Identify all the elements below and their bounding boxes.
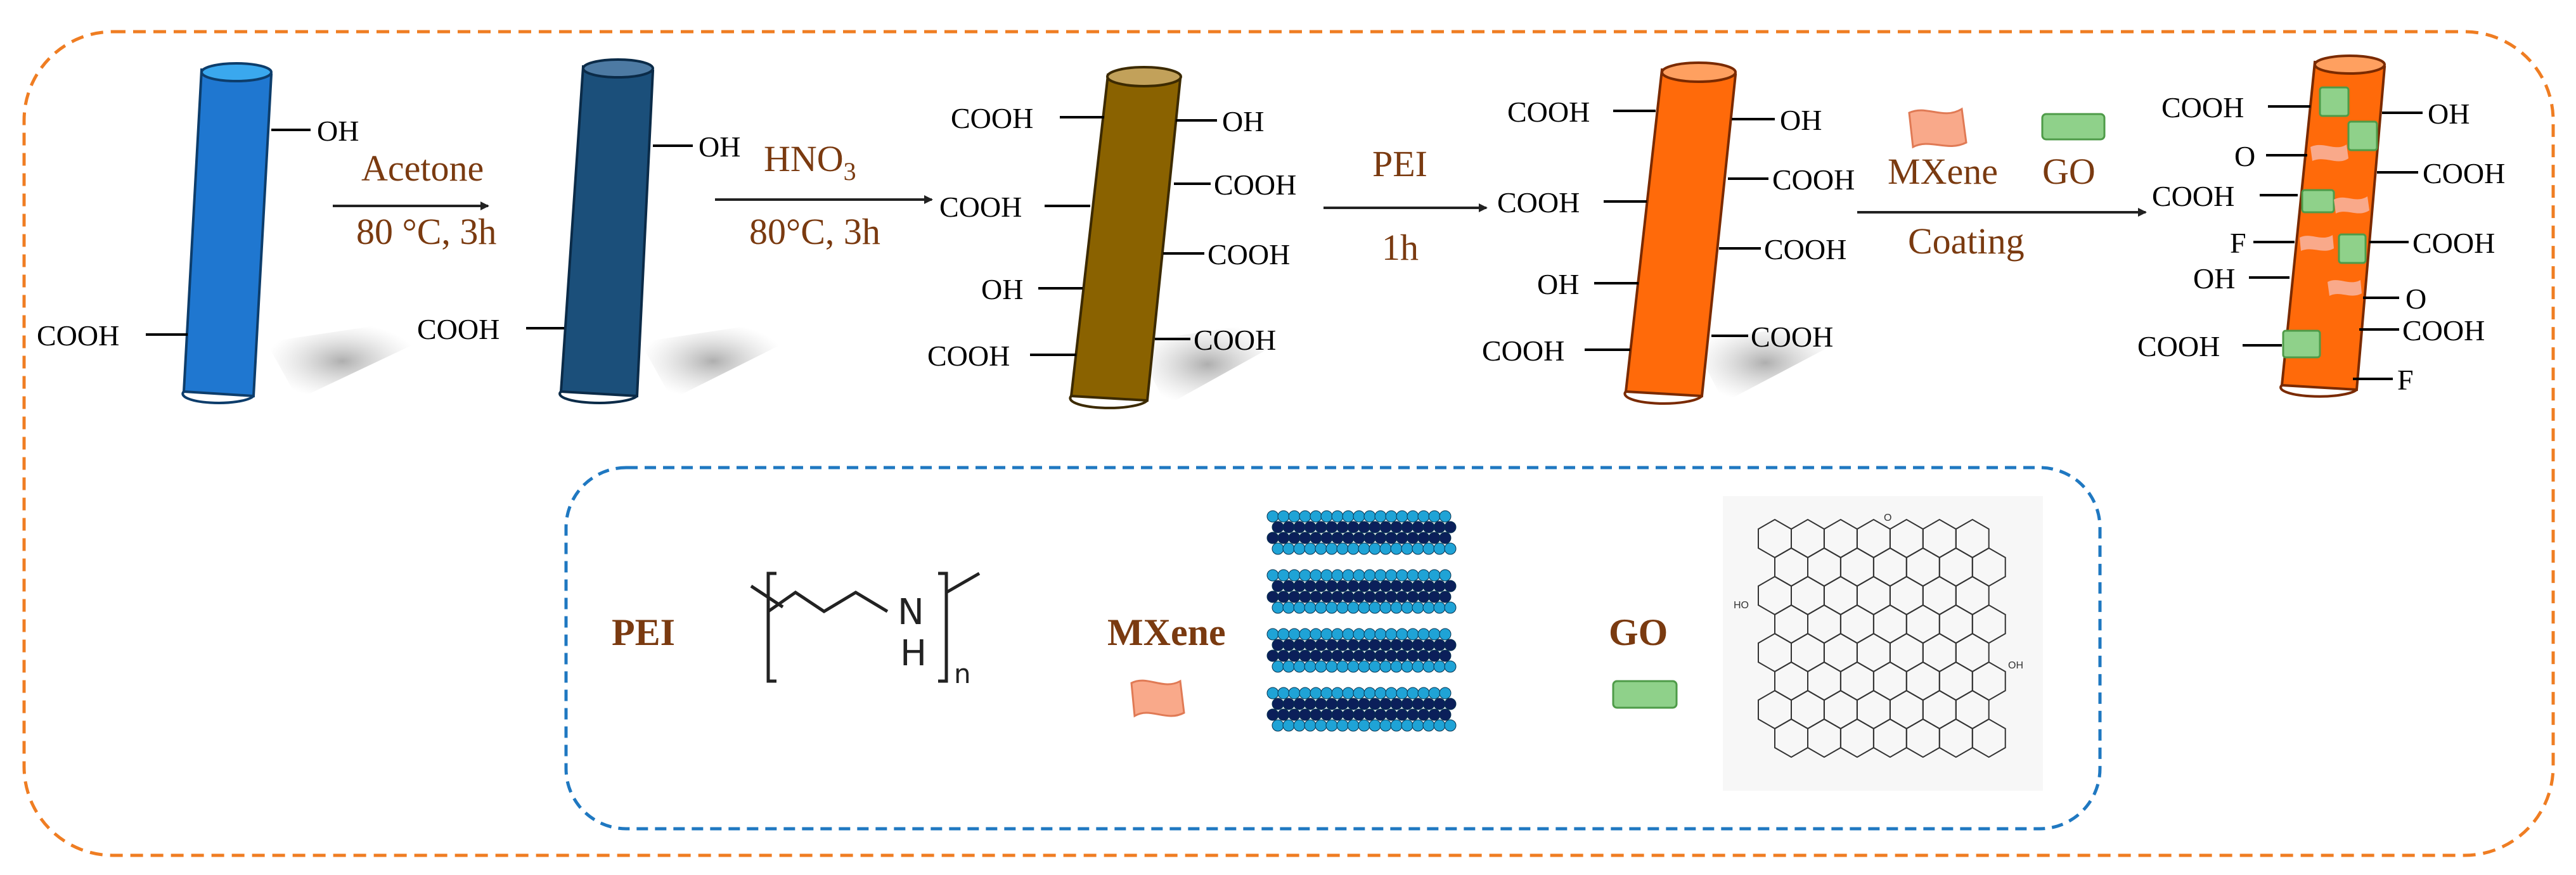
fiber-4-label-6: OH xyxy=(1537,268,1579,300)
mxene-slab xyxy=(1266,687,1457,732)
step-4-condition: Coating xyxy=(1908,220,2025,262)
fiber-4-label-1: COOH xyxy=(1507,96,1590,128)
fiber-1-shadow xyxy=(266,323,418,399)
legend-mxene-flake-icon xyxy=(1130,679,1185,718)
fiber-3-label-4: COOH xyxy=(939,191,1022,223)
step-2-condition: 80°C, 3h xyxy=(749,211,880,252)
fiber-4-label-3: COOH xyxy=(1772,163,1855,196)
fiber-5-go-sheet xyxy=(2301,189,2335,214)
mxene-layer-stack xyxy=(1266,510,1457,732)
outer-frame xyxy=(22,30,2555,857)
fiber-3-top xyxy=(1106,66,1182,87)
fiber-3-label-1: COOH xyxy=(951,102,1033,134)
fiber-5-label-1: COOH xyxy=(2161,91,2244,124)
pei-h-atom: H xyxy=(900,633,927,674)
fiber-5-label-10: COOH xyxy=(2402,314,2485,347)
legend-frame xyxy=(564,466,2102,831)
fiber-3-shadow xyxy=(1135,323,1280,406)
fiber-2-top xyxy=(582,58,654,79)
fiber-5-label-11: COOH xyxy=(2137,330,2220,362)
fiber-5-label-9: O xyxy=(2405,283,2426,315)
fiber-2-label-cooh: COOH xyxy=(417,313,499,345)
step-1-condition: 80 °C, 3h xyxy=(356,211,496,252)
fiber-2-body xyxy=(559,65,655,398)
legend-pei-label: PEI xyxy=(612,611,675,653)
fiber-5-go-sheet xyxy=(2347,120,2378,151)
legend-go-label: GO xyxy=(1609,611,1668,653)
fiber-3-label-2: OH xyxy=(1222,105,1264,137)
fiber-5-label-7: COOH xyxy=(2412,227,2495,259)
fiber-5-label-4: COOH xyxy=(2423,157,2505,189)
fiber-5-label-3: O xyxy=(2234,140,2255,172)
fiber-5-mxene-flake xyxy=(2334,196,2369,214)
fiber-2-label-oh: OH xyxy=(699,131,740,163)
fiber-4-label-4: COOH xyxy=(1497,186,1580,219)
step-4-reagent-mxene: MXene xyxy=(1888,151,1998,192)
pei-n-atom: N xyxy=(898,592,924,633)
fiber-5-label-12: F xyxy=(2397,364,2414,396)
fiber-5-label-6: F xyxy=(2230,227,2246,259)
pei-structure xyxy=(750,572,981,683)
step-4-reagent-go: GO xyxy=(2042,151,2096,192)
fiber-3-group: COOH OH COOH COOH COOH OH COOH COOH xyxy=(927,66,1296,409)
legend-mxene-label: MXene xyxy=(1107,611,1226,653)
fiber-3-label-6: OH xyxy=(981,273,1023,305)
step-3-reagent: PEI xyxy=(1372,143,1427,184)
fiber-5-mxene-flake xyxy=(2310,144,2348,162)
fiber-1-body xyxy=(182,68,273,398)
legend-go-sheet-icon xyxy=(1612,680,1678,709)
fiber-3-label-5: COOH xyxy=(1208,238,1290,271)
fiber-1-top xyxy=(200,62,273,82)
fiber-5-label-8: OH xyxy=(2193,262,2235,295)
fiber-4-top xyxy=(1661,61,1737,83)
go-structure: HO OH O xyxy=(1723,496,2043,791)
fiber-4-label-8: COOH xyxy=(1482,335,1564,367)
fiber-5-mxene-flake xyxy=(2328,280,2362,296)
mxene-slab xyxy=(1266,569,1457,614)
fiber-5-group: COOH OH O COOH COOH F COOH OH O COOH COO… xyxy=(2137,54,2505,398)
fiber-2-group: OH COOH xyxy=(417,58,786,404)
fiber-3-label-8: COOH xyxy=(927,340,1010,372)
fiber-1-label-cooh: COOH xyxy=(37,319,119,352)
fiber-5-mxene-flake xyxy=(2300,235,2334,251)
fiber-4-label-7: COOH xyxy=(1751,321,1833,353)
fiber-5-top xyxy=(2314,54,2386,75)
fiber-5-go-sheet xyxy=(2338,233,2367,264)
go-group-ho: HO xyxy=(1734,600,1749,611)
go-group-o: O xyxy=(1884,513,1891,523)
fiber-5-go-sheet xyxy=(2319,86,2350,117)
step-2-reagent: HNO3 xyxy=(764,138,856,186)
fiber-4-shadow xyxy=(1692,323,1838,402)
fiber-3-label-3: COOH xyxy=(1214,169,1296,201)
fiber-1-label-oh: OH xyxy=(317,115,359,147)
fiber-5-go-sheet xyxy=(2282,329,2321,359)
fiber-4-group: COOH OH COOH COOH COOH OH COOH COOH xyxy=(1482,61,1855,405)
step-1-reagent: Acetone xyxy=(361,148,484,189)
go-group-oh: OH xyxy=(2008,660,2023,671)
fiber-1-group: OH COOH xyxy=(37,62,418,404)
pei-subscript-n: n xyxy=(954,658,971,689)
fiber-3-label-7: COOH xyxy=(1194,324,1276,356)
fiber-4-label-5: COOH xyxy=(1764,233,1846,265)
fiber-5-label-2: OH xyxy=(2428,98,2470,130)
mxene-slab xyxy=(1266,510,1457,555)
fiber-5-label-5: COOH xyxy=(2152,180,2234,212)
step-3-condition: 1h xyxy=(1382,227,1419,268)
mxene-slab xyxy=(1266,628,1457,673)
fiber-2-shadow xyxy=(640,323,786,399)
go-sheet-icon xyxy=(2041,113,2106,141)
mxene-flake-icon xyxy=(1908,107,1967,149)
fiber-4-label-2: OH xyxy=(1780,104,1822,136)
